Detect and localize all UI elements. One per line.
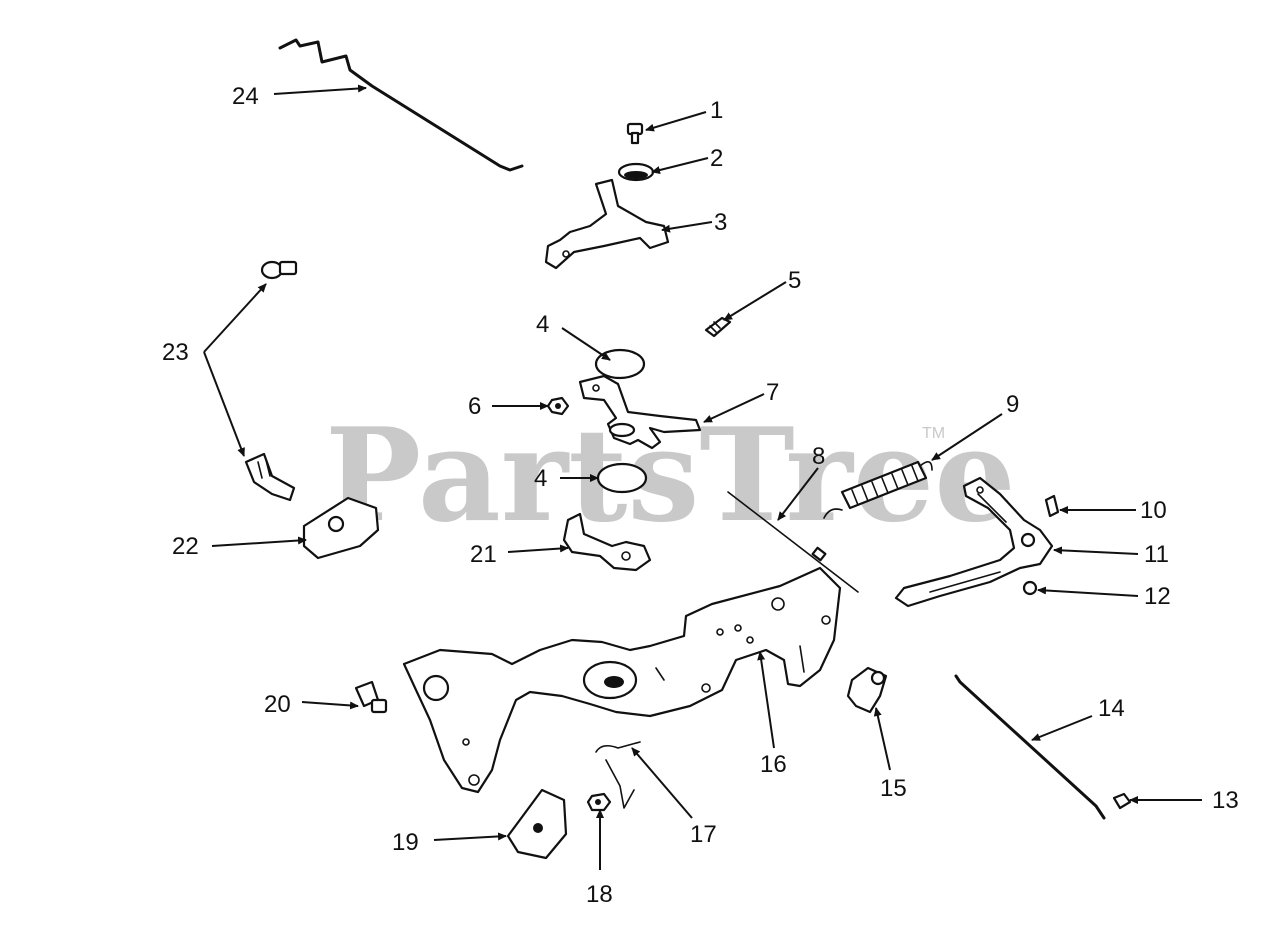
leader-11	[1053, 546, 1139, 555]
leader-24	[273, 84, 367, 95]
callout-11: 11	[1144, 541, 1169, 568]
part-20-bolt[interactable]	[354, 680, 388, 714]
part-7-lever[interactable]	[578, 374, 702, 450]
callout-16: 16	[760, 751, 787, 778]
part-18-nut[interactable]	[586, 792, 612, 812]
part-9-spring[interactable]	[823, 460, 933, 519]
callout-4-lower: 4	[534, 465, 547, 492]
callout-12: 12	[1144, 583, 1171, 610]
callouts: 1 2 3 4 5 6 7 4 8 9 10 11 12 13 14 15 16…	[162, 83, 1239, 908]
leader-23a	[203, 283, 267, 353]
callout-5: 5	[788, 267, 801, 294]
part-19-mount[interactable]	[506, 788, 568, 860]
callout-20: 20	[264, 691, 291, 718]
callout-14: 14	[1098, 695, 1125, 722]
part-12-rivet[interactable]	[1022, 580, 1038, 596]
part-24-rod[interactable]	[278, 38, 524, 172]
callout-10: 10	[1140, 497, 1167, 524]
callout-17: 17	[690, 821, 717, 848]
leader-14	[1031, 715, 1093, 741]
leader-lines	[203, 84, 1202, 870]
callout-2: 2	[710, 145, 723, 172]
callout-19: 19	[392, 829, 419, 856]
leader-4a	[561, 327, 611, 361]
callout-3: 3	[714, 209, 727, 236]
leader-12	[1037, 586, 1139, 597]
callout-18: 18	[586, 881, 613, 908]
part-14-rod[interactable]	[954, 674, 1106, 820]
leader-8	[777, 467, 819, 521]
callout-4-upper: 4	[536, 311, 549, 338]
part-21-lever-plate[interactable]	[562, 512, 652, 572]
callout-24: 24	[232, 83, 259, 110]
callout-13: 13	[1212, 787, 1239, 814]
leader-9	[931, 413, 1003, 461]
part-16-main-plate[interactable]	[402, 566, 842, 794]
part-4-lower-washer[interactable]	[596, 462, 648, 494]
leader-3	[661, 221, 713, 233]
callout-22: 22	[172, 533, 199, 560]
part-5-screw[interactable]	[704, 316, 732, 338]
watermark-trademark: TM	[922, 425, 945, 442]
leader-17	[631, 747, 693, 819]
part-11-throttle-arm[interactable]	[894, 476, 1054, 608]
part-15-switch[interactable]	[846, 666, 888, 714]
part-23-bolt[interactable]	[244, 260, 298, 502]
part-22-mount[interactable]	[302, 496, 380, 560]
callout-6: 6	[468, 393, 481, 420]
callout-15: 15	[880, 775, 907, 802]
leader-22	[211, 536, 307, 547]
leader-7	[703, 393, 765, 423]
leader-19	[433, 832, 507, 841]
part-10-clip[interactable]	[1044, 494, 1060, 518]
leader-5	[723, 281, 787, 321]
part-4-upper-washer[interactable]	[594, 348, 646, 380]
callout-1: 1	[710, 97, 723, 124]
leader-2	[651, 157, 709, 174]
part-3-bracket[interactable]	[544, 178, 670, 270]
leader-23b	[203, 351, 245, 457]
leader-21	[507, 544, 569, 553]
leader-16	[757, 651, 775, 749]
callout-8: 8	[812, 443, 825, 470]
part-8-cable[interactable]	[727, 491, 859, 593]
part-6-nut[interactable]	[546, 396, 570, 416]
callout-21: 21	[470, 541, 497, 568]
leader-1	[645, 111, 707, 132]
part-2-washer[interactable]	[617, 162, 655, 182]
part-17-spring[interactable]	[595, 741, 641, 809]
part-1-bolt[interactable]	[626, 122, 644, 145]
callout-9: 9	[1006, 391, 1019, 418]
callout-23: 23	[162, 339, 189, 366]
part-13-clip[interactable]	[1112, 792, 1132, 810]
callout-7: 7	[766, 379, 779, 406]
leader-15	[873, 707, 891, 771]
leader-20	[301, 701, 359, 710]
